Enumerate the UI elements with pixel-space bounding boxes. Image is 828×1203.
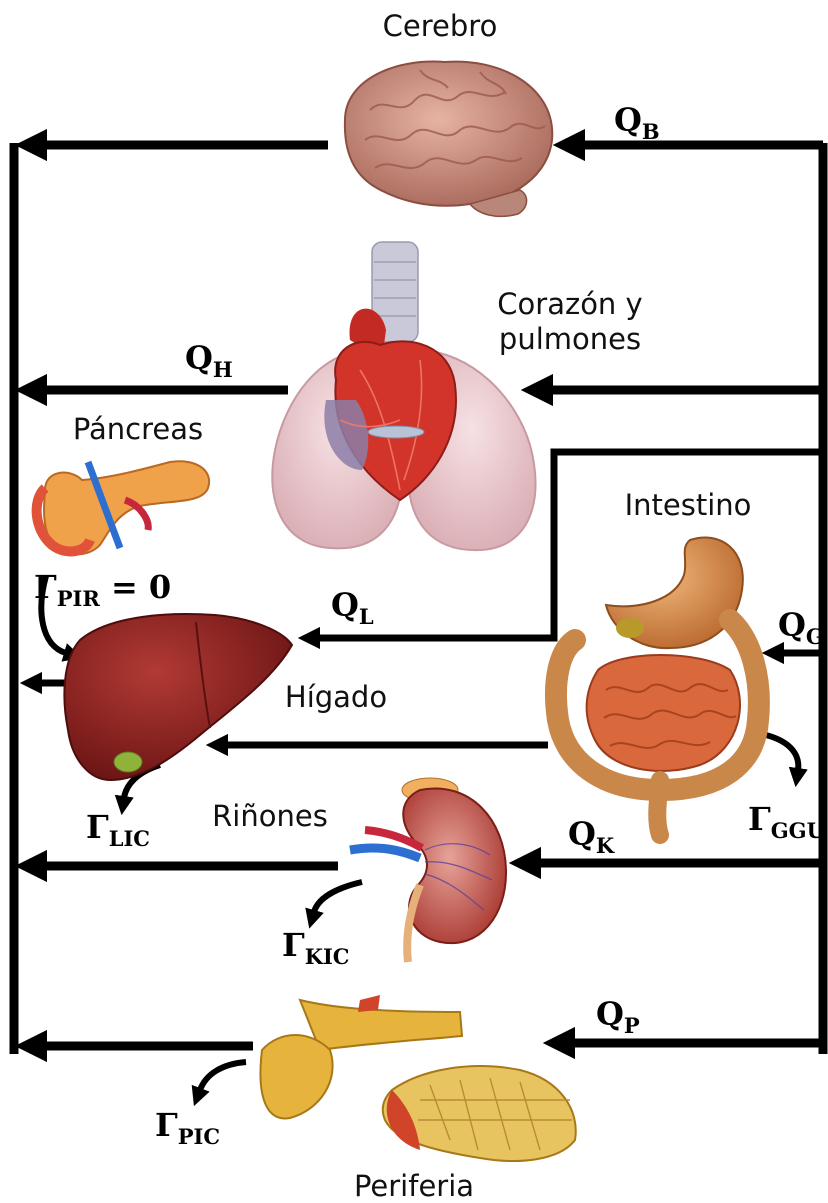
pancreas-label: Páncreas [73,412,203,446]
periphery-illustration [260,995,575,1161]
rate-label-kic: ΓKIC [282,926,350,969]
brain-label: Cerebro [383,9,498,43]
rate-label-ggu: ΓGGU [748,800,825,843]
heart-lungs-label-line2: pulmones [499,322,641,356]
flow-label-ql: QL [331,586,374,629]
flow-label-qg: QG [778,606,824,649]
flow-label-qh: QH [185,339,233,382]
brain-illustration [345,62,552,217]
kidneys-label: Riñones [212,799,328,833]
flow-label-qp: QP [596,995,640,1038]
kic-curved-arrow [314,882,362,912]
rate-label-lic: ΓLIC [86,808,150,851]
periphery-label: Periferia [354,1169,474,1203]
pancreas-illustration [37,461,209,554]
heart-lungs-label-line1: Corazón y [497,287,642,321]
rate-label-pic: ΓPIC [155,1106,220,1149]
liver-label: Hígado [285,680,387,714]
intestine-illustration [556,537,759,835]
heart-lungs-illustration [272,242,535,550]
flow-label-qb: QB [614,101,660,144]
pic-curved-arrow [200,1062,246,1090]
liver-illustration [64,614,292,780]
ggu-curved-arrow [766,735,798,770]
flow-label-qk: QK [568,815,615,858]
kidney-illustration [350,778,506,962]
rate-label-pir: ΓPIR = 0 [34,568,171,611]
intestine-label: Intestino [625,488,752,522]
